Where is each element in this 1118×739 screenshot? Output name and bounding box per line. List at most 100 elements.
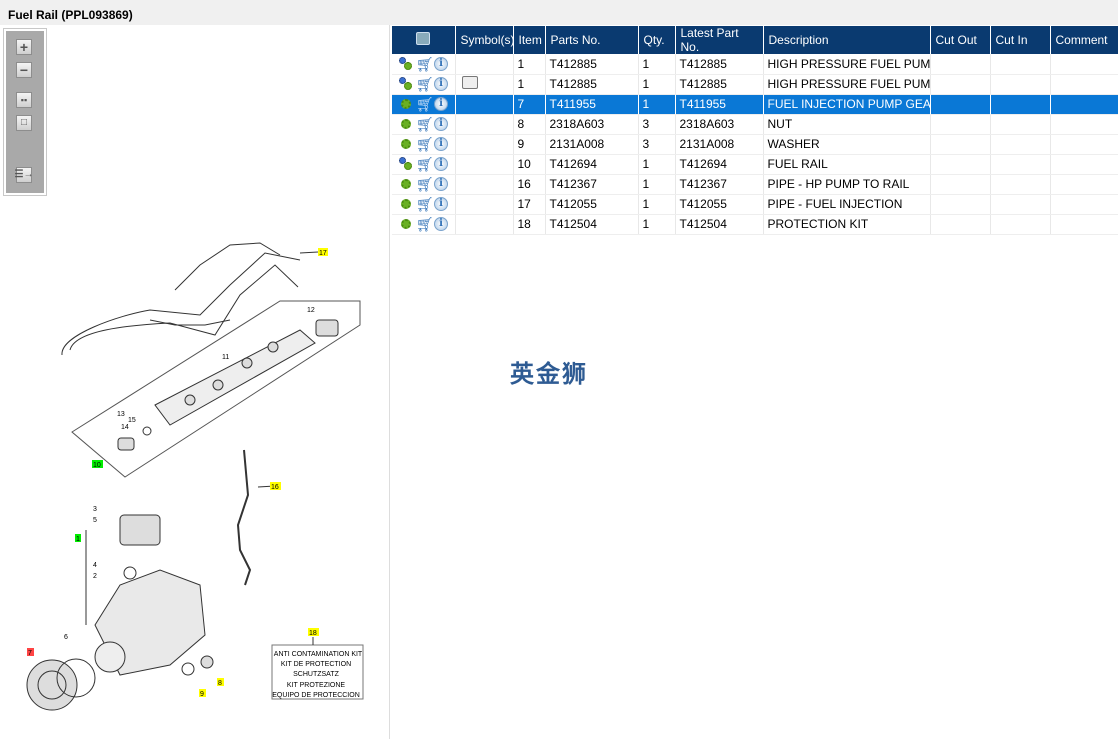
kit-label-line: SCHUTZSATZ: [293, 671, 339, 678]
column-header-search[interactable]: [392, 26, 456, 54]
part-gear-icon[interactable]: [398, 116, 414, 132]
latest-part-no-cell: T412055: [675, 194, 764, 215]
callout-6[interactable]: 6: [64, 634, 68, 641]
part-gear-icon[interactable]: [398, 196, 414, 212]
callout-8[interactable]: 8: [218, 680, 222, 687]
part-no-cell: T411955: [545, 94, 639, 115]
cart-icon[interactable]: 🛒︎: [416, 96, 434, 112]
latest-part-no-cell: T412367: [675, 174, 764, 195]
callout-10[interactable]: 10: [93, 462, 101, 469]
cut-out-cell: [930, 154, 991, 175]
callout-11[interactable]: 11: [222, 354, 229, 361]
assembly-gears-icon[interactable]: [398, 56, 414, 72]
cart-icon[interactable]: 🛒︎: [416, 156, 434, 172]
comment-cell: [1050, 114, 1118, 135]
qty-cell: 1: [638, 154, 676, 175]
callout-5[interactable]: 5: [93, 517, 97, 524]
callout-1[interactable]: 1: [76, 536, 80, 543]
info-icon[interactable]: i: [434, 157, 448, 171]
row-actions: 🛒︎i: [392, 134, 456, 155]
callout-9[interactable]: 9: [200, 691, 204, 698]
column-header-cut-out[interactable]: Cut Out: [930, 26, 991, 54]
column-header-cut-in[interactable]: Cut In: [990, 26, 1051, 54]
column-header-parts-no[interactable]: Parts No.: [545, 26, 639, 54]
description-cell: FUEL INJECTION PUMP GEAR: [763, 94, 931, 115]
part-gear-icon[interactable]: [398, 96, 414, 112]
callout-18[interactable]: 18: [309, 630, 317, 637]
diagram-panel[interactable]: 17 12 11 13 15 14 10 16 3 5 1 4 2 6 7 18…: [0, 25, 390, 739]
comment-cell: [1050, 194, 1118, 215]
cut-out-cell: [930, 54, 991, 75]
info-icon[interactable]: i: [434, 137, 448, 151]
callout-15[interactable]: 15: [128, 417, 136, 424]
callout-4[interactable]: 4: [93, 562, 97, 569]
zoom-in-button[interactable]: +: [16, 39, 32, 55]
callout-13[interactable]: 13: [117, 411, 125, 418]
callout-12[interactable]: 12: [307, 307, 315, 314]
part-gear-icon[interactable]: [398, 176, 414, 192]
column-header-symbols[interactable]: Symbol(s): [455, 26, 515, 54]
window-title: Fuel Rail (PPL093869): [0, 0, 1118, 25]
symbol-cell: [455, 214, 514, 235]
callout-16[interactable]: 16: [271, 484, 279, 491]
cart-icon[interactable]: 🛒︎: [416, 76, 434, 92]
book-magnifier-icon[interactable]: [461, 76, 478, 89]
qty-cell: 1: [638, 54, 676, 75]
symbol-cell: [455, 114, 514, 135]
cut-in-cell: [990, 174, 1051, 195]
row-actions: 🛒︎i: [392, 154, 456, 175]
assembly-gears-icon[interactable]: [398, 156, 414, 172]
plus-icon: +: [19, 39, 29, 55]
callout-17[interactable]: 17: [319, 250, 327, 257]
info-icon[interactable]: i: [434, 56, 448, 71]
qty-cell: 1: [638, 74, 676, 95]
info-icon[interactable]: i: [434, 97, 448, 111]
cart-icon[interactable]: 🛒︎: [416, 136, 434, 152]
cart-icon[interactable]: 🛒︎: [416, 55, 434, 72]
assembly-gears-icon[interactable]: [398, 76, 414, 92]
cart-icon[interactable]: 🛒︎: [416, 196, 434, 212]
latest-part-no-cell: T412504: [675, 214, 764, 235]
symbol-cell: [455, 174, 514, 195]
zoom-out-button[interactable]: −: [16, 62, 32, 78]
info-icon[interactable]: i: [434, 177, 448, 191]
fit-to-window-button[interactable]: ▪▪: [16, 92, 32, 108]
column-header-latest-part-no[interactable]: Latest Part No.: [675, 26, 764, 54]
parts-table: Symbol(s) Item Parts No. Qty. Latest Par…: [392, 26, 1118, 235]
callout-3[interactable]: 3: [93, 506, 97, 513]
part-gear-icon[interactable]: [398, 136, 414, 152]
column-header-qty[interactable]: Qty.: [638, 26, 676, 54]
info-icon[interactable]: i: [434, 117, 448, 131]
comment-cell: [1050, 94, 1118, 115]
row-actions: 🛒︎i: [392, 74, 456, 95]
show-list-button[interactable]: ☰→: [15, 167, 33, 183]
column-header-description[interactable]: Description: [763, 26, 931, 54]
info-icon[interactable]: i: [434, 217, 448, 231]
column-header-item[interactable]: Item: [513, 26, 546, 54]
callout-14[interactable]: 14: [121, 424, 129, 431]
cut-in-cell: [990, 54, 1051, 75]
callout-2[interactable]: 2: [93, 573, 97, 580]
info-icon[interactable]: i: [434, 77, 448, 91]
cart-icon[interactable]: 🛒︎: [416, 116, 434, 132]
part-gear-icon[interactable]: [398, 216, 414, 232]
info-icon[interactable]: i: [434, 197, 448, 211]
cart-icon[interactable]: 🛒︎: [416, 176, 434, 192]
column-header-comment[interactable]: Comment: [1050, 26, 1118, 54]
actual-size-button[interactable]: □: [16, 115, 32, 131]
exploded-diagram[interactable]: 17 12 11 13 15 14 10 16 3 5 1 4 2 6 7 18…: [0, 25, 390, 739]
comment-cell: [1050, 74, 1118, 95]
cart-icon[interactable]: 🛒︎: [416, 216, 434, 232]
description-cell: HIGH PRESSURE FUEL PUMP: [763, 74, 931, 95]
callout-7[interactable]: 7: [28, 650, 32, 657]
latest-part-no-cell: T411955: [675, 94, 764, 115]
